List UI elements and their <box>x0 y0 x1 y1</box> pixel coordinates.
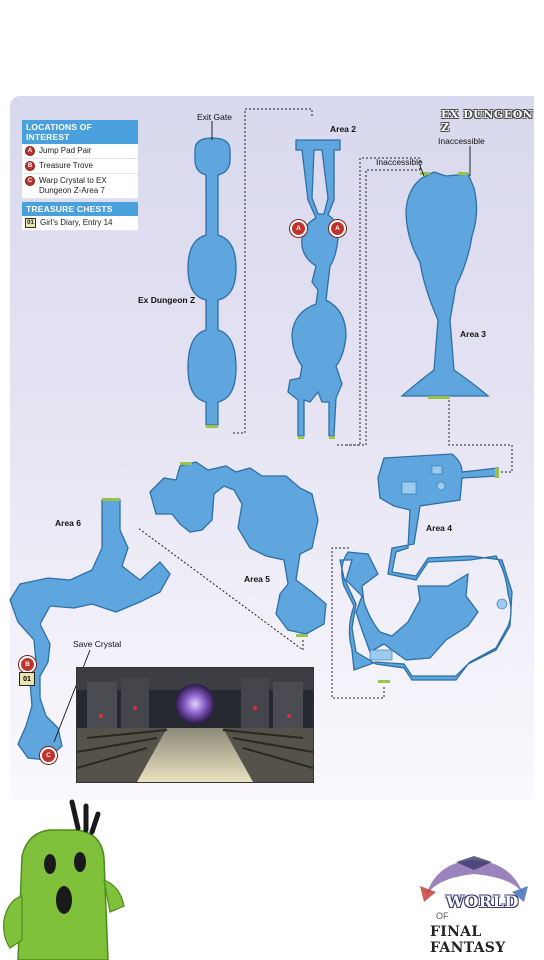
area-5-room <box>149 461 327 635</box>
label-area-5: Area 5 <box>244 574 270 584</box>
locations-legend: LOCATIONS OF INTEREST A Jump Pad Pair B … <box>22 120 138 199</box>
exit-markers <box>102 172 499 683</box>
logo-line-of: OF <box>436 911 449 921</box>
area-4-room <box>339 453 513 681</box>
warp-crystal-c-icon: C <box>40 747 57 764</box>
marker-b-icon: B <box>25 161 35 171</box>
label-area-6: Area 6 <box>55 518 81 528</box>
legend-item-treasure-trove: B Treasure Trove <box>22 159 138 174</box>
room-details <box>369 465 508 661</box>
legend-item-label: Jump Pad Pair <box>39 146 92 155</box>
map-title: EX DUNGEON Z <box>441 108 534 134</box>
label-inaccessible-2: Inaccessible <box>376 157 423 167</box>
label-exit-gate: Exit Gate <box>197 112 232 122</box>
map-rooms <box>9 137 513 761</box>
chest-01-icon: 01 <box>25 218 36 228</box>
logo-line-final-fantasy: FINAL FANTASY <box>430 924 506 956</box>
area-2-room <box>287 139 347 437</box>
legend-item-warp-crystal: C Warp Crystal to EX Dungeon Z-Area 7 <box>22 174 138 199</box>
area-1-chain <box>187 137 237 426</box>
label-inaccessible-1: Inaccessible <box>438 136 485 146</box>
chests-legend: TREASURE CHESTS 01 Girl's Diary, Entry 1… <box>22 202 138 231</box>
legend-item-girls-diary: 01 Girl's Diary, Entry 14 <box>22 216 138 231</box>
label-ex-dungeon-z: Ex Dungeon Z <box>138 295 196 305</box>
marker-a-icon: A <box>25 146 35 156</box>
marker-c-icon: C <box>25 176 35 186</box>
label-save-crystal: Save Crystal <box>73 639 122 649</box>
pointer-lines <box>53 121 471 743</box>
legend-item-label: Treasure Trove <box>39 161 93 170</box>
chests-legend-header: TREASURE CHESTS <box>22 202 138 216</box>
game-screenshot-image <box>76 667 314 783</box>
jump-pad-a-right-icon: A <box>329 220 346 237</box>
connector-lines <box>137 108 513 730</box>
locations-legend-header: LOCATIONS OF INTEREST <box>22 120 138 144</box>
logo-line-world: WORLD <box>446 892 519 911</box>
label-area-2: Area 2 <box>330 124 356 134</box>
jump-pad-a-left-icon: A <box>290 220 307 237</box>
legend-item-label: Girl's Diary, Entry 14 <box>40 218 113 227</box>
label-area-4: Area 4 <box>426 523 452 533</box>
treasure-trove-b-icon: B <box>19 656 36 673</box>
cactuar-mascot-image <box>3 799 125 960</box>
chest-01-map-icon: 01 <box>19 672 35 686</box>
legend-item-label: Warp Crystal to EX Dungeon Z-Area 7 <box>39 176 107 195</box>
world-of-final-fantasy-logo: WORLD OF FINAL FANTASY <box>416 856 532 956</box>
legend-item-jump-pad: A Jump Pad Pair <box>22 144 138 159</box>
area-6-room <box>9 499 171 761</box>
area-3-room <box>400 171 490 397</box>
label-area-3: Area 3 <box>460 329 486 339</box>
